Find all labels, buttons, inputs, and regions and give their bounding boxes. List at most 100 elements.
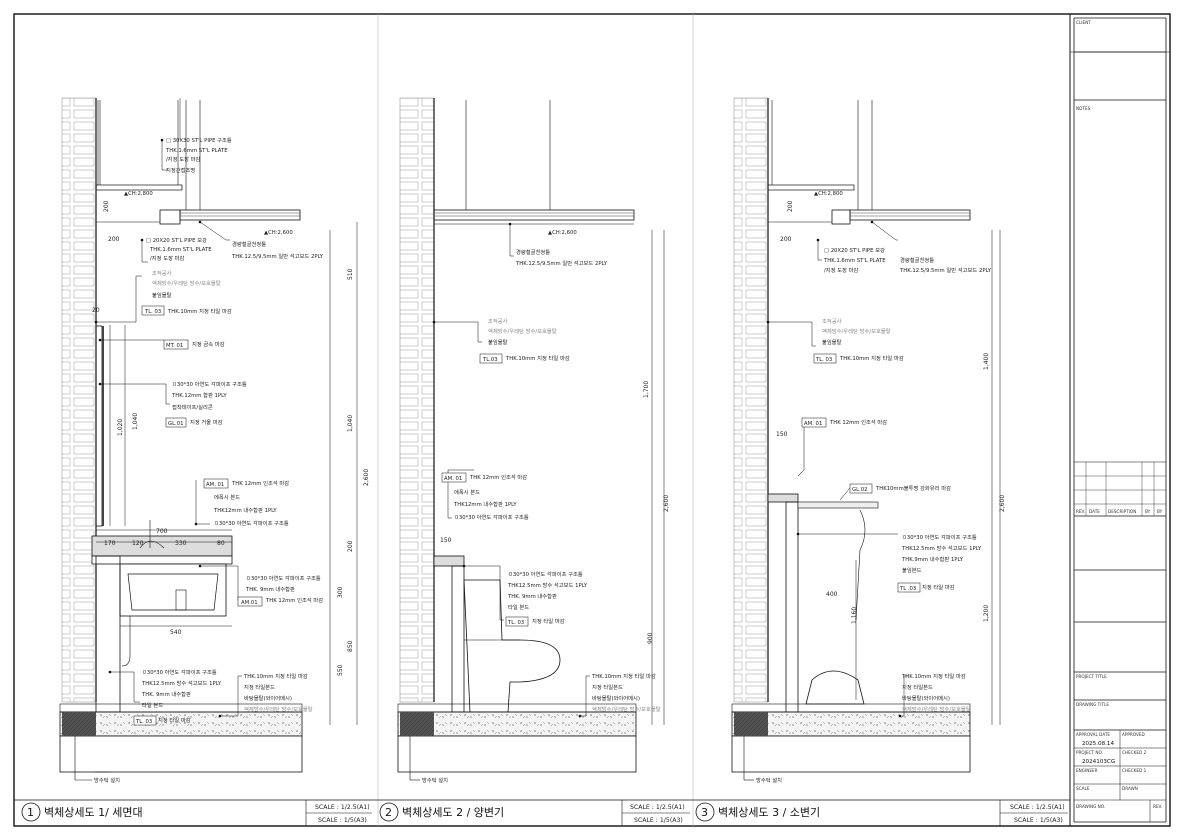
dim-120: 120 [132,540,144,547]
ceiling-board [433,209,635,221]
note: /지정 도장 마감 [150,254,185,262]
material-tag: GL.02 [852,487,867,493]
note: ㅁ30*30 아연도 각파이프 구조틀 [454,513,529,521]
note: ㅁ30*30 아연도 각파이프 구조틀 [508,570,583,578]
view-title: 벽체상세도 3 / 소변기 [718,806,820,819]
note: THK.10mm 지정 타일 마감 [243,672,308,680]
dim-200: 200 [108,236,120,243]
basin-cabinet [119,563,227,617]
material-tag: TL.03 [482,357,498,363]
note: 바탕몰탈(와이어메시) [244,694,292,702]
scale-a3: SCALE : 1/5(A3) [1014,817,1063,824]
note: 에폭시 본드 [454,488,480,496]
view-number: 1 [27,806,34,819]
note: 액체방수/우레탄 방수/보호몰탈 [152,279,221,287]
tb-drawing-title: DRAWING TITLE [1076,702,1109,707]
dim-2600: 2,600 [999,495,1006,512]
note: THK.12mm 합판 1PLY [171,391,227,399]
basin-bowl [127,573,219,611]
floor-slab [59,711,303,737]
tb-drawing-no: DRAWING NO. [1076,804,1105,809]
note: 에폭시 본드 [214,493,240,501]
material-tag: TL. 03 [507,620,524,626]
view-titles: 1 벽체상세도 1/ 세면대 SCALE : 1/2.5(A1) SCALE :… [21,800,1068,826]
tb-rev-2: REV. [1153,804,1162,809]
note: 붙임몰탈 [152,291,172,299]
dim-1020: 1,020 [117,419,124,436]
note: THK.1.6mm ST'L PLATE [823,258,886,264]
ceiling-board [849,209,971,221]
tb-checked-2: CHECKED 2 [1122,750,1147,755]
note: THK.1.6mm ST'L PLATE [165,148,228,154]
dim-150: 150 [776,431,788,438]
note: 경량철골천정틀 [516,248,550,256]
dim-1040-right: 1,040 [347,415,354,432]
dim-330: 330 [175,540,187,547]
title-block [1070,17,1170,823]
note: 붙임본드 [902,566,922,574]
tb-by: BY [1145,509,1151,514]
dim-900: 900 [647,632,654,644]
dim-2600: 2,600 [363,469,370,486]
tb-by: BY [1157,509,1163,514]
note: /지정 도장 마감 [824,266,859,274]
tb-rev: REV. [1076,509,1085,514]
note: 액체방수/우레탄 방수/보호몰탈 [244,705,313,713]
dim-400: 400 [826,591,838,598]
note: 지정 타일본드 [244,683,275,691]
material-tag: AM. 01 [804,421,822,427]
note: THK.10mm 지정 타일 마감 [839,354,904,362]
note: ㅁ30*30 아연도 각파이프 구조틀 [172,380,247,388]
tb-project-no-label: PROJECT NO. [1076,750,1103,755]
dim-2600: 2,600 [663,495,670,512]
ceiling-level: ▲CH:2,600 [548,230,577,236]
tb-checked-1: CHECKED 1 [1122,768,1147,773]
scale-a3: SCALE : 1/5(A3) [318,817,367,824]
scale-a1: SCALE : 1/2.5(A1) [315,804,370,811]
dim-510: 510 [347,268,354,280]
note: 타일 본드 [508,603,529,611]
note: 방수턱 설치 [94,776,120,784]
tb-client: CLIENT [1076,20,1091,25]
note: 지정 거울 마감 [190,418,223,426]
view-1-wall-detail-lavatory: ▲CH:2,800 ▲CH:2,600 200 200 510 20 1,020… [59,97,370,784]
note: THK 12mm 인조석 마감 [231,479,289,487]
waterproof-curb [734,712,768,736]
dim-300: 300 [337,586,344,598]
note: ㅁ30*30 아연도 각파이프 구조틀 [902,533,977,541]
note: 붙임몰탈 [488,338,508,346]
material-tag: AM.01 [241,600,258,606]
note: THK. 9mm 내수합판 [507,592,557,600]
note: 액체방수/우레탄 방수/보호몰탈 [592,705,661,713]
dim-1160: 1,160 [851,607,858,624]
floor-slab [731,711,971,737]
material-tag: MT. 01 [166,343,183,349]
dim-200: 200 [347,540,354,552]
note: 지정 타일 마감 [532,617,565,625]
dim-850: 850 [347,640,354,652]
note: /지정 도장 마감 [166,155,201,163]
tb-date: DATE [1089,509,1100,514]
view-title: 벽체상세도 1/ 세면대 [44,806,143,819]
tb-approved: APPROVED [1122,732,1145,737]
waterproof-curb [62,712,96,736]
note: □ 30X30 ST'L PIPE 구조틀 [166,137,232,144]
note: 방수턱 설치 [756,776,782,784]
dim-150: 150 [440,537,452,544]
note: THK.10mm 지정 타일 마감 [505,354,570,362]
note: 지정 타일본드 [902,683,933,691]
ceiling-level: ▲CH:2,800 [124,191,153,197]
tb-approval-date: 2025.08.14 [1082,741,1114,747]
ceiling-board [179,209,301,221]
faucet [139,540,165,549]
note: THK.10mm 지정 타일 마감 [591,672,656,680]
dim-170: 170 [104,540,116,547]
dim-1040: 1,040 [132,413,139,430]
view-number-circle [695,802,715,822]
note: □ 20X20 ST'L PIPE 보강 [146,237,207,244]
note: THK12.5mm 방수 석고보드 1PLY [141,679,222,687]
view-number-circle [379,802,399,822]
note: THK12.5mm 방수 석고보드 1PLY [507,581,588,589]
note: THK. 9mm 내수합판 [245,585,295,593]
dim-1700: 1,700 [643,381,650,398]
